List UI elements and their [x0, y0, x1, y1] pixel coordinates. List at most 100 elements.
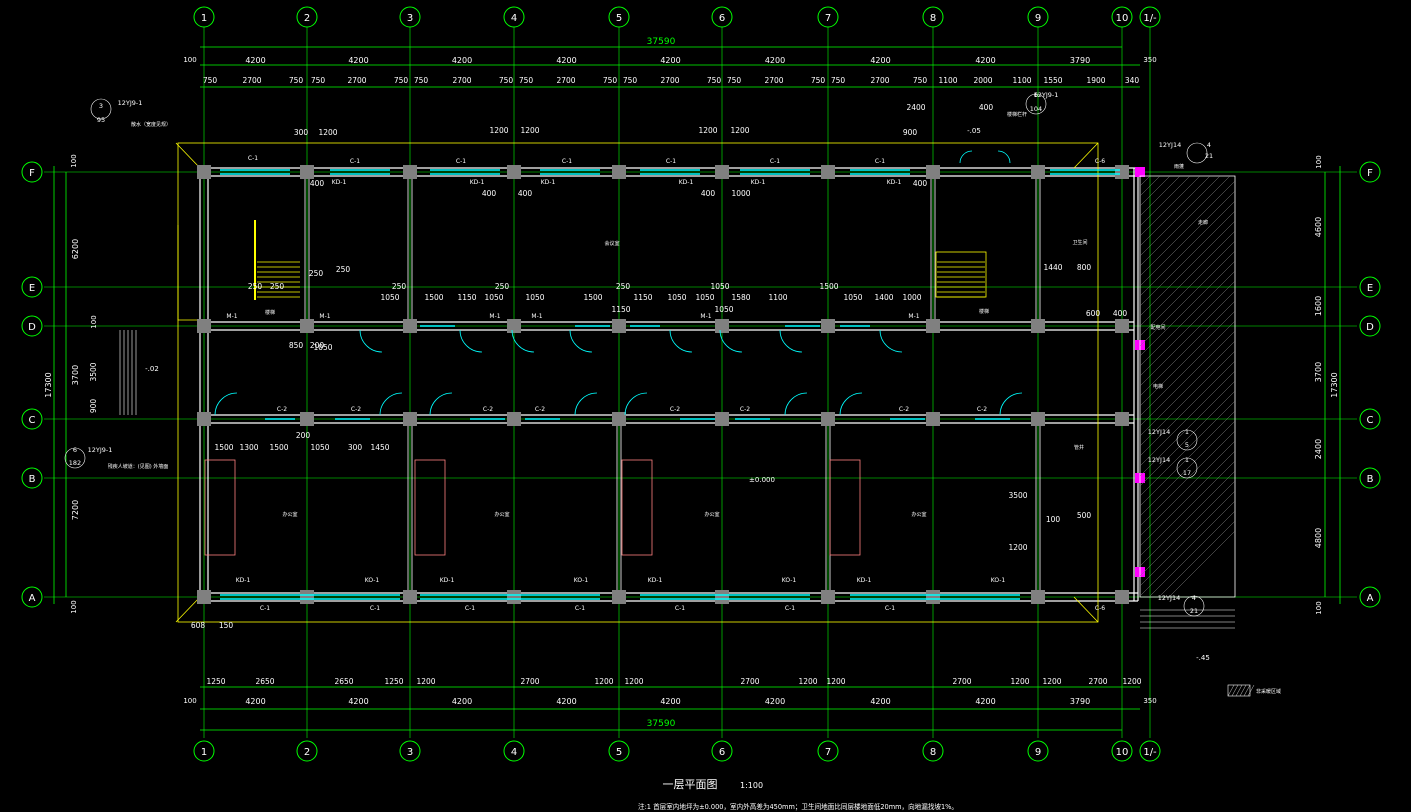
door-swing — [839, 392, 863, 416]
room-name: 办公室 — [282, 511, 297, 518]
ref-bubble — [64, 447, 86, 469]
detail-dim-top: 1100 — [938, 76, 957, 85]
axis-number-3: 3 — [407, 13, 413, 24]
axis-letter-A: A — [1367, 593, 1374, 604]
column — [197, 590, 211, 604]
inner-dim: 1050 — [525, 293, 544, 302]
hatch-line — [1140, 250, 1235, 347]
detail-ref: 17 — [1183, 469, 1191, 477]
opening-tag: C-1 — [875, 158, 885, 165]
column — [300, 165, 314, 179]
inner-dim: 1000 — [731, 189, 750, 198]
hatch-line — [1140, 310, 1235, 407]
hatch-line — [1140, 210, 1235, 307]
elevation-mark: -.05 — [967, 127, 981, 135]
axis-bubble-C — [1359, 408, 1381, 430]
opening-tag: C-1 — [785, 605, 795, 612]
hatch-line — [1140, 176, 1235, 247]
detail-dim-top: 750 — [623, 76, 638, 85]
opening-tag: C-1 — [456, 158, 466, 165]
inner-dim: 608 — [191, 621, 206, 630]
axis-bubble-10 — [1111, 740, 1133, 762]
room-name: 残疾人坡道：(见图) 外墙面 — [108, 463, 169, 470]
vert-dim: 6200 — [71, 239, 80, 259]
column — [821, 319, 835, 333]
column — [197, 412, 211, 426]
axis-letter-B: B — [1367, 474, 1374, 485]
axis-letter-D: D — [1366, 322, 1374, 333]
detail-ref: 6 — [1034, 91, 1038, 99]
inner-dim: 1200 — [698, 126, 717, 135]
axis-bubble-7 — [817, 740, 839, 762]
door-swing — [779, 329, 803, 353]
inner-dim: 1050 — [380, 293, 399, 302]
hatch-line — [1140, 390, 1235, 487]
column — [1031, 165, 1045, 179]
hatch-line — [1140, 176, 1235, 177]
vert-dim: 100 — [70, 600, 78, 613]
hatch-line — [1140, 180, 1235, 277]
door-swing — [624, 392, 648, 416]
column — [1031, 319, 1045, 333]
vert-dim: 17300 — [44, 372, 53, 397]
inner-dim: 1050 — [667, 293, 686, 302]
inner-dim: 400 — [482, 189, 497, 198]
vert-dim: 100 — [1315, 601, 1323, 614]
hatch-line — [1140, 480, 1235, 577]
axis-bubble-7 — [817, 6, 839, 28]
axis-bubble-2 — [296, 740, 318, 762]
door-swing — [669, 329, 693, 353]
detail-ref: 12YJ14 — [1159, 141, 1181, 149]
inner-dim: 400 — [913, 179, 928, 188]
detail-dim-top: 750 — [831, 76, 846, 85]
column — [926, 319, 940, 333]
inner-dim: 1200 — [520, 126, 539, 135]
door-swing — [879, 329, 903, 353]
inner-dim: 1300 — [239, 443, 258, 452]
inner-dim: 1500 — [819, 282, 838, 291]
legend-hatch — [1227, 684, 1235, 697]
detail-ref: 12YJ9-1 — [118, 99, 143, 107]
outline-corner — [175, 596, 201, 623]
inner-dim: 150 — [219, 621, 234, 630]
detail-dim-top: 2700 — [556, 76, 575, 85]
vert-dim: 100 — [1315, 155, 1323, 168]
axis-bubble-6 — [711, 740, 733, 762]
ref-bubble — [1025, 93, 1047, 115]
dimension-lines: 3759037590420042004200420042004200420042… — [44, 37, 1341, 731]
detail-ref: 12YJ9-1 — [88, 446, 113, 454]
opening-tag: C-2 — [899, 406, 909, 413]
axis-letter-A: A — [29, 593, 36, 604]
inner-dim: 500 — [1077, 511, 1092, 520]
column — [403, 590, 417, 604]
axis-number-5: 5 — [616, 747, 622, 758]
ref-bubble — [1183, 595, 1205, 617]
room-name: 办公室 — [911, 511, 926, 518]
detail-dim-top: 750 — [311, 76, 326, 85]
hatch-line — [1140, 440, 1235, 537]
inner-dim: 250 — [336, 265, 351, 274]
roof-outline — [177, 142, 1099, 623]
detail-dim-top: 750 — [203, 76, 218, 85]
detail-dim-bottom: 2650 — [255, 677, 274, 686]
axis-number-1/-: 1/- — [1143, 747, 1157, 758]
vert-dim: 3700 — [1314, 362, 1323, 382]
inner-dim: 900 — [903, 128, 918, 137]
detail-ref: 4 — [1207, 141, 1211, 149]
room-name: 办公室 — [494, 511, 509, 518]
detail-ref: 12YJ9-1 — [1034, 91, 1059, 99]
detail-ref: 12YJ14 — [1158, 594, 1180, 602]
room-name: 走廊 — [1198, 219, 1208, 226]
inner-dim: 1200 — [489, 126, 508, 135]
opening-tag: KO-1 — [782, 577, 797, 584]
door-swing — [574, 392, 598, 416]
hatch-line — [1140, 176, 1235, 217]
door-swing — [719, 329, 743, 353]
column — [926, 412, 940, 426]
inner-dim: 400 — [701, 189, 716, 198]
hatched-area — [1139, 175, 1255, 697]
detail-dim-bottom: 1200 — [624, 677, 643, 686]
lab-bench — [829, 459, 861, 556]
hatch-line — [1140, 490, 1235, 587]
hatch-line — [1140, 500, 1235, 597]
